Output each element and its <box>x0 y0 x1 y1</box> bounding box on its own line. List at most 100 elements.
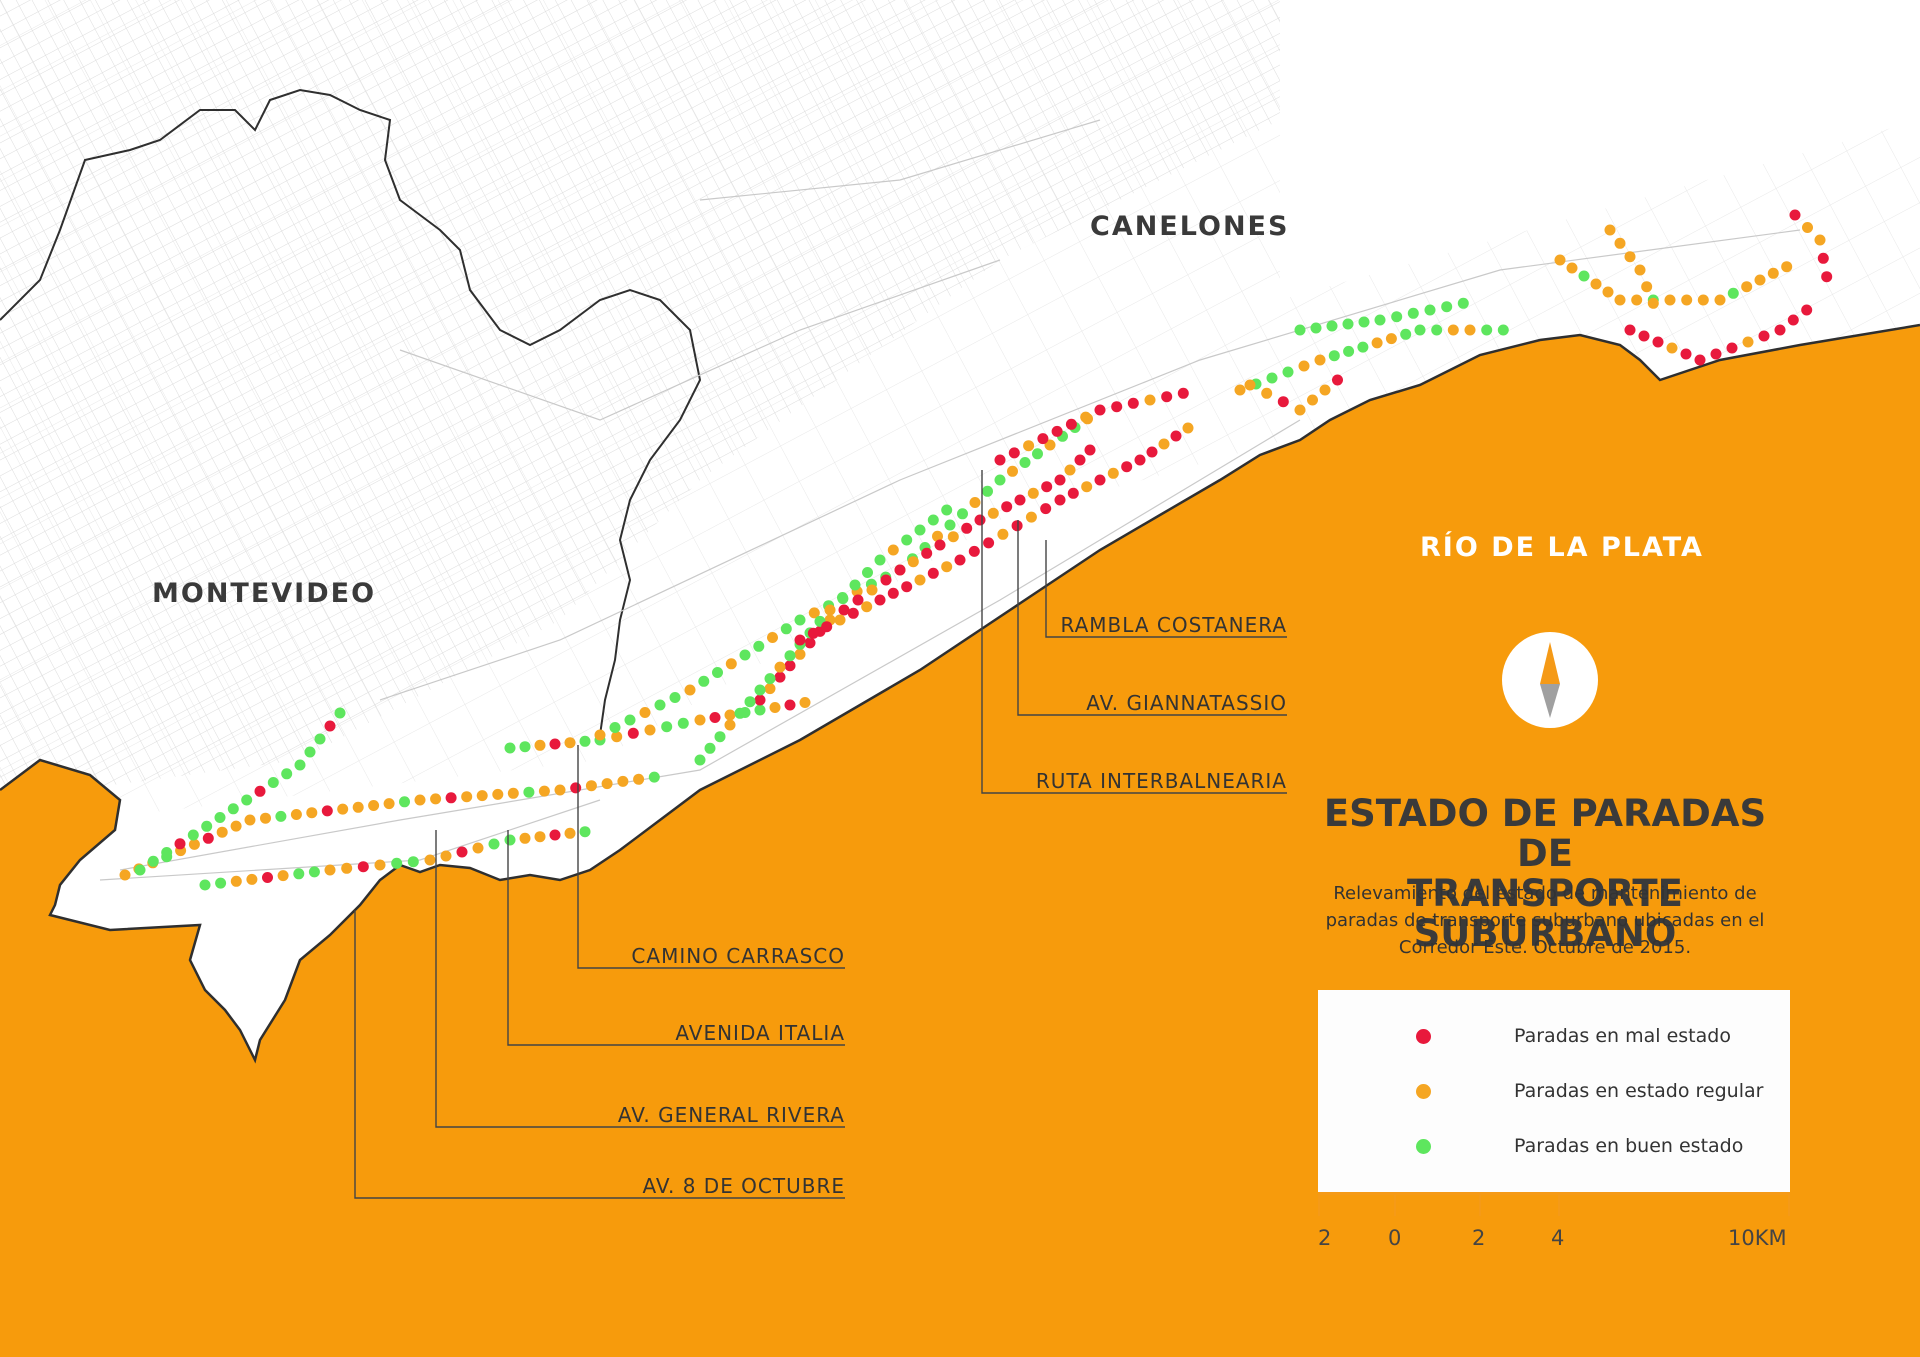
bus-stop-dot <box>764 673 776 685</box>
bus-stop-dot <box>838 604 850 616</box>
bus-stop-dot <box>1314 354 1326 366</box>
bus-stop-dot <box>1447 324 1459 336</box>
bus-stop-dot <box>1497 324 1509 336</box>
bus-stop-dot <box>187 829 199 841</box>
bus-stop-dot <box>887 544 899 556</box>
coastline <box>0 323 1920 1064</box>
bus-stop-dot <box>1310 322 1322 334</box>
bus-stop-dot <box>1294 324 1306 336</box>
bus-stop-dot <box>1624 324 1636 336</box>
bus-stop-dot <box>275 810 287 822</box>
bus-stop-dot <box>1578 270 1590 282</box>
bus-stop-dot <box>1319 384 1331 396</box>
bus-stop-dot <box>199 879 211 891</box>
bus-stop-dot <box>570 782 582 794</box>
street-grid-rural <box>0 0 1920 830</box>
road-label-av-general-rivera: AV. GENERAL RIVERA <box>618 1103 845 1127</box>
bus-stop-dot <box>538 785 550 797</box>
bus-stop-dot <box>754 704 766 716</box>
legend-label: Paradas en estado regular <box>1514 1080 1764 1102</box>
bus-stop-dot <box>341 862 353 874</box>
bus-stop-dot <box>430 793 442 805</box>
bus-stop-dot <box>294 759 306 771</box>
bus-stop-dot <box>1694 354 1706 366</box>
bus-stop-dot <box>627 727 639 739</box>
bus-stop-dot <box>725 658 737 670</box>
bus-stop-dot <box>894 564 906 576</box>
bus-stop-dot <box>794 634 806 646</box>
bus-stop-dot <box>1008 447 1020 459</box>
bus-stop-dot <box>585 780 597 792</box>
bus-stop-dot <box>1011 520 1023 532</box>
bus-stop-dot <box>669 692 681 703</box>
bus-stop-dot <box>507 787 519 799</box>
bus-stop-dot <box>1741 281 1753 293</box>
bus-stop-dot <box>927 514 939 526</box>
map-subtitle: Relevamiento del estado de mantenimiento… <box>1325 883 1765 958</box>
bus-stop-dot <box>941 561 953 573</box>
bus-stop-dot <box>784 699 796 711</box>
bus-stop-dot <box>754 684 766 696</box>
bus-stop-dot <box>704 742 716 754</box>
bus-stop-dot <box>1027 487 1039 499</box>
bus-stop-dot <box>698 675 710 687</box>
bus-stop-dot <box>214 812 226 823</box>
scale-label: 10KM <box>1728 1226 1787 1250</box>
bus-stop-dot <box>961 522 973 534</box>
bus-stop-dot <box>523 786 535 798</box>
bus-stop-dot <box>994 474 1006 486</box>
bus-stop-dot <box>1424 304 1436 316</box>
bus-stop-dot <box>914 524 926 536</box>
bus-stop-dot <box>887 587 899 599</box>
regular-stop-dot-icon <box>1416 1084 1431 1099</box>
bus-stop-markers <box>119 209 1833 891</box>
bus-stop-dot <box>174 838 186 850</box>
bus-stop-dot <box>227 803 239 815</box>
scale-bar: 2 0 2 4 10KM <box>1318 1192 1790 1252</box>
bus-stop-dot <box>611 731 623 743</box>
bus-stop-dot <box>1710 348 1722 360</box>
bus-stop-dot <box>244 814 256 826</box>
scale-tick <box>1479 1192 1481 1216</box>
bus-stop-dot <box>290 809 302 820</box>
bus-stop-dot <box>709 712 721 723</box>
bus-stop-dot <box>648 771 660 783</box>
road-label-rambla-costanera: RAMBLA COSTANERA <box>1061 613 1288 637</box>
bus-stop-dot <box>1787 314 1799 326</box>
bus-stop-dot <box>1457 297 1469 309</box>
bad-stop-dot-icon <box>1416 1029 1431 1044</box>
bus-stop-dot <box>519 741 531 753</box>
scale-label: 2 <box>1318 1226 1332 1250</box>
bus-stop-dot <box>1054 474 1066 486</box>
bus-stop-dot <box>414 794 426 806</box>
scale-tick <box>1788 1192 1790 1216</box>
bus-stop-dot <box>1631 294 1643 306</box>
bus-stop-dot <box>504 834 516 846</box>
bus-stop-dot <box>1821 271 1833 283</box>
bus-stop-dot <box>472 842 484 854</box>
bus-stop-dot <box>321 805 333 817</box>
bus-stop-dot <box>456 846 468 858</box>
bus-stop-dot <box>1681 294 1693 306</box>
bus-stop-dot <box>1714 294 1726 306</box>
bus-stop-dot <box>1385 333 1397 345</box>
bus-stop-dot <box>677 717 689 729</box>
bus-stop-dot <box>862 567 873 578</box>
bus-stop-dot <box>1054 494 1066 506</box>
bus-stop-dot <box>1044 439 1056 451</box>
bus-stop-dot <box>1282 366 1294 378</box>
road-label-camino-carrasco: CAMINO CARRASCO <box>631 944 845 968</box>
bus-stop-dot <box>907 556 919 568</box>
bus-stop-dot <box>368 800 380 811</box>
bus-stop-dot <box>1182 422 1194 434</box>
bus-stop-dot <box>549 829 561 841</box>
bus-stop-dot <box>1742 336 1754 348</box>
bus-stop-dot <box>1261 387 1273 399</box>
bus-stop-dot <box>1025 511 1037 523</box>
bus-stop-dot <box>1727 287 1739 299</box>
bus-stop-dot <box>1647 297 1659 309</box>
bus-stop-dot <box>594 729 606 741</box>
bus-stop-dot <box>1358 316 1370 328</box>
scale-label: 2 <box>1472 1226 1486 1250</box>
bus-stop-dot <box>724 709 736 721</box>
